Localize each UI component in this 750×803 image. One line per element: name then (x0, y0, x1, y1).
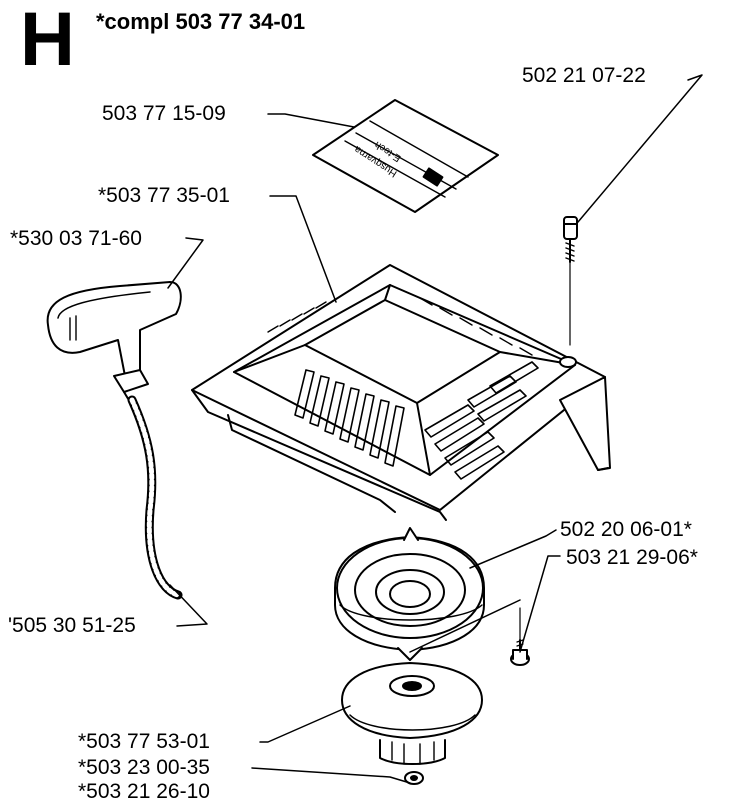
label-bolt: 502 21 07-22 (522, 64, 646, 87)
label-washer: *503 23 00-35 (78, 756, 210, 779)
label-cover: *503 77 35-01 (98, 184, 230, 207)
label-screw: 503 21 29-06* (566, 546, 698, 569)
label-decal: 503 77 15-09 (102, 102, 226, 125)
starter-cover-part (191, 264, 611, 521)
small-screw-part (510, 607, 530, 666)
starter-handle-part (46, 281, 182, 403)
washer-part (404, 771, 424, 785)
section-letter: H (20, 0, 75, 82)
decal-part: Husqvarna E-tech (312, 99, 499, 213)
assembly-title: *compl 503 77 34-01 (96, 9, 306, 34)
cover-vents-right (424, 361, 539, 480)
starter-rope-part (127, 395, 183, 600)
label-handle: *530 03 71-60 (10, 227, 142, 250)
label-bottom-cut: *503 21 26-10 (78, 780, 210, 803)
cover-vents-left (294, 369, 405, 467)
label-pulley: 502 20 06-01* (560, 518, 692, 541)
spring-cassette-part (341, 662, 483, 765)
label-rope: '505 30 51-25 (8, 614, 136, 637)
leader-lines (167, 74, 703, 784)
starter-pulley-part (334, 527, 485, 661)
bolt-part (563, 216, 578, 346)
label-spring-cassette: *503 77 53-01 (78, 730, 210, 753)
